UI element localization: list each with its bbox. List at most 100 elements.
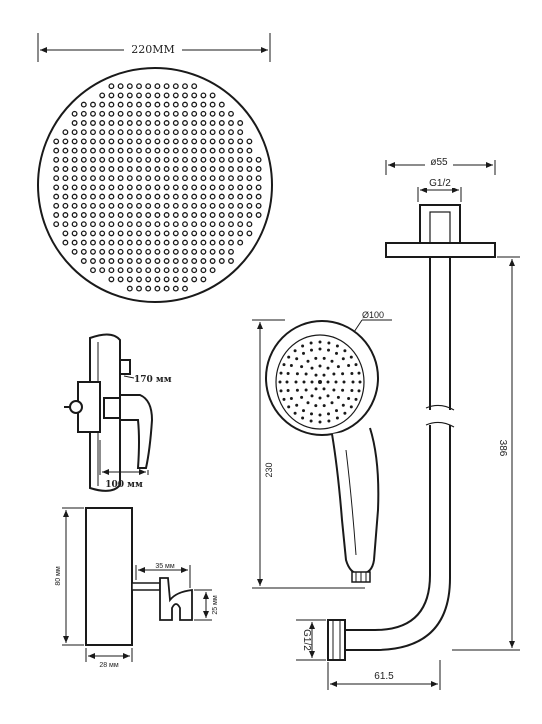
nozzle-dot [145, 276, 152, 283]
hand-shower-nozzle-dot [349, 355, 353, 359]
hand-shower-nozzle-dot [300, 395, 304, 399]
nozzle-dot [80, 166, 87, 172]
nozzle-dot [255, 193, 262, 200]
nozzle-dot [90, 156, 96, 163]
nozzle-dot [117, 184, 124, 191]
nozzle-dot [218, 101, 225, 108]
nozzle-dot [99, 221, 106, 228]
nozzle-dot [145, 110, 152, 117]
hand-shower-nozzle-dot [314, 373, 318, 377]
hand-shower-nozzle-dot [318, 420, 322, 424]
nozzle-dot [117, 230, 124, 237]
holder-height-label: 80 мм [55, 566, 62, 586]
hand-shower-nozzle-dot [335, 351, 338, 355]
nozzle-dot [191, 175, 198, 182]
nozzle-dot [200, 166, 207, 172]
hand-shower-nozzle-dot [306, 359, 310, 363]
nozzle-dot [71, 175, 78, 182]
nozzle-dot [209, 230, 216, 237]
hand-shower-nozzle-dot [322, 356, 326, 360]
hand-shower-nozzle-dot [289, 364, 293, 367]
nozzle-dot [237, 138, 244, 145]
nozzle-dot [99, 239, 106, 246]
hand-shower-nozzle-dot [282, 363, 286, 367]
nozzle-dot [136, 184, 142, 191]
nozzle-dot [191, 83, 198, 90]
nozzle-dot [228, 120, 234, 126]
nozzle-dot [246, 147, 253, 154]
nozzle-dot [136, 239, 142, 246]
nozzle-dot [62, 239, 69, 246]
nozzle-dot [145, 202, 152, 209]
nozzle-dot [228, 110, 234, 117]
nozzle-dot [172, 92, 179, 99]
nozzle-dot [53, 138, 60, 145]
nozzle-dot [209, 129, 216, 136]
nozzle-dot [126, 92, 133, 99]
nozzle-dot [154, 147, 161, 154]
nozzle-dot [200, 101, 207, 108]
nozzle-dot [62, 212, 69, 218]
nozzle-dot [108, 221, 115, 228]
shower-head-nozzles [53, 83, 262, 292]
nozzle-dot [136, 202, 142, 209]
nozzle-dot [90, 258, 96, 264]
mixer-width-label: 100 мм [105, 480, 143, 490]
nozzle-dot [117, 101, 124, 108]
nozzle-dot [237, 221, 244, 228]
nozzle-dot [237, 202, 244, 209]
nozzle-dot [99, 120, 106, 126]
nozzle-dot [71, 239, 78, 246]
nozzle-dot [182, 202, 188, 209]
nozzle-dot [163, 202, 170, 209]
nozzle-dot [145, 156, 152, 163]
hand-shower-nozzle-dot [314, 404, 318, 408]
nozzle-dot [53, 193, 60, 200]
nozzle-dot [237, 120, 244, 126]
hand-shower-nozzle-dot [343, 411, 347, 415]
nozzle-dot [191, 212, 198, 218]
nozzle-dot [163, 258, 170, 264]
nozzle-dot [228, 166, 234, 172]
nozzle-dot [182, 129, 188, 136]
hand-shower-nozzle-dot [287, 405, 291, 409]
nozzle-dot [126, 110, 133, 117]
nozzle-dot [191, 92, 198, 99]
nozzle-dot [200, 258, 207, 264]
nozzle-dot [117, 129, 124, 136]
nozzle-dot [108, 248, 115, 255]
nozzle-dot [99, 147, 106, 154]
nozzle-dot [228, 258, 234, 264]
nozzle-dot [172, 258, 179, 264]
nozzle-dot [237, 156, 244, 163]
nozzle-dot [182, 258, 188, 264]
nozzle-dot [145, 166, 152, 172]
nozzle-dot [172, 221, 179, 228]
nozzle-dot [172, 184, 179, 191]
nozzle-dot [209, 193, 216, 200]
nozzle-dot [237, 166, 244, 172]
hand-shower-nozzle-dot [327, 419, 331, 423]
nozzle-dot [237, 230, 244, 237]
hand-shower-nozzle-dot [322, 387, 326, 391]
nozzle-dot [154, 258, 161, 264]
nozzle-dot [126, 202, 133, 209]
nozzle-dot [117, 138, 124, 145]
nozzle-dot [163, 156, 170, 163]
ceiling-flange [385, 242, 496, 258]
nozzle-dot [172, 110, 179, 117]
nozzle-dot [126, 221, 133, 228]
nozzle-dot [209, 175, 216, 182]
nozzle-dot [182, 230, 188, 237]
nozzle-dot [228, 147, 234, 154]
nozzle-dot [90, 248, 96, 255]
hand-shower-nozzle-dot [354, 397, 358, 401]
nozzle-dot [218, 166, 225, 172]
nozzle-dot [209, 92, 216, 99]
hand-shower-nozzle-dot [326, 380, 330, 384]
mixer-plate-diameter-label: 170 мм [134, 375, 172, 385]
nozzle-dot [62, 138, 69, 145]
nozzle-dot [182, 212, 188, 218]
nozzle-dot [182, 267, 188, 274]
